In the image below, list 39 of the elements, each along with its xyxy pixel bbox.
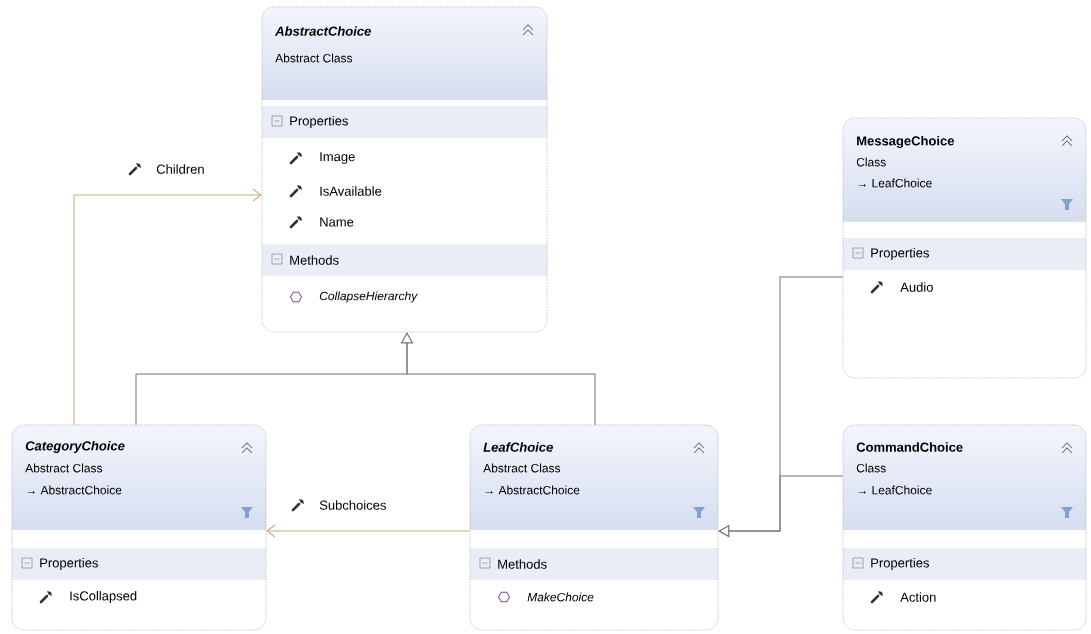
- section-heading: Methods: [498, 559, 547, 569]
- class-box: [842, 117, 1087, 379]
- section-heading: Properties: [871, 247, 929, 261]
- class-name: AbstractChoice: [274, 26, 371, 36]
- association-arrow: [73, 188, 262, 426]
- inheritance-arrow: [718, 475, 844, 537]
- property-name: Audio: [900, 282, 933, 292]
- class-name: LeafChoice: [483, 442, 553, 452]
- class-box: [261, 6, 548, 333]
- base-class: → AbstractChoice: [27, 485, 122, 495]
- class-kind: Class: [856, 463, 886, 473]
- edge-label: Subchoices: [319, 500, 386, 510]
- class-box: [11, 424, 267, 631]
- property-name: IsCollapsed: [70, 590, 137, 604]
- class-kind: Abstract Class: [483, 463, 561, 473]
- base-class: → LeafChoice: [858, 485, 932, 495]
- class-box: [469, 424, 719, 631]
- property-name: Name: [320, 217, 354, 227]
- base-class: → LeafChoice: [858, 178, 932, 188]
- class-name: CategoryChoice: [25, 440, 125, 454]
- section-heading: Properties: [871, 557, 929, 571]
- property-name: IsAvailable: [320, 186, 382, 196]
- section-heading: Methods: [290, 255, 339, 265]
- class-box: [842, 424, 1087, 631]
- class-name: CommandChoice: [856, 442, 963, 452]
- property-name: Action: [900, 592, 936, 602]
- method-name: CollapseHierarchy: [319, 291, 418, 303]
- base-class: → AbstractChoice: [485, 485, 580, 495]
- association-arrow: [266, 524, 471, 538]
- section-heading: Properties: [290, 115, 348, 129]
- inheritance-arrow: [401, 332, 596, 426]
- edge-label: Children: [156, 164, 204, 174]
- class-kind: Abstract Class: [275, 53, 353, 63]
- class-kind: Abstract Class: [25, 463, 103, 473]
- class-name: MessageChoice: [857, 135, 955, 149]
- section-heading: Properties: [40, 557, 98, 571]
- class-kind: Class: [856, 157, 886, 167]
- method-name: MakeChoice: [527, 592, 594, 602]
- property-name: Image: [320, 152, 355, 164]
